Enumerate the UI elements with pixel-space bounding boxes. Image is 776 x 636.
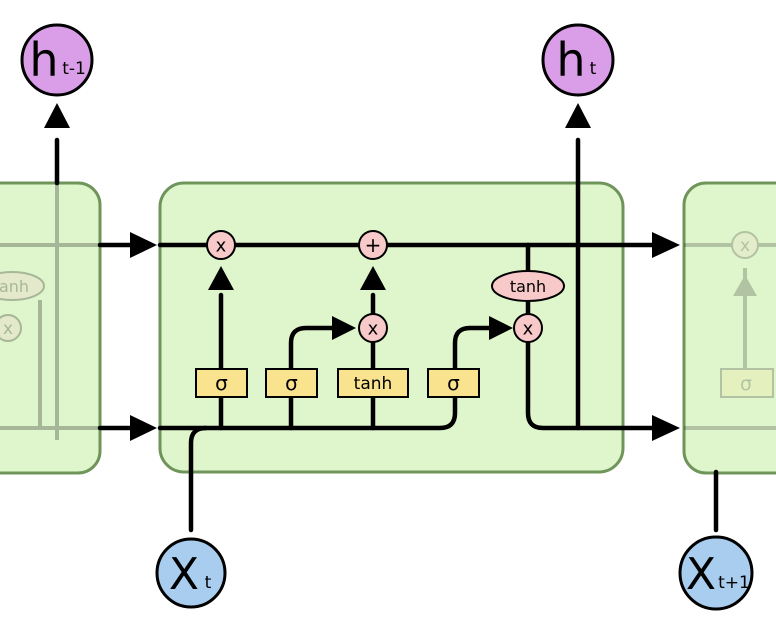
left-cell-ghost: anh x: [0, 181, 102, 475]
right-ghost-mult-label: x: [740, 236, 750, 256]
arrow-hidden-in: [130, 415, 157, 441]
right-cell-box: [682, 181, 776, 475]
hidden-state-out: [525, 339, 658, 431]
left-cell-internals: anh x: [0, 183, 100, 440]
right-ghost-layer-label: σ: [740, 373, 752, 395]
op-forget-mult: x: [206, 230, 236, 260]
arrow-cell-state-in: [130, 232, 157, 258]
layer-output-label: σ: [447, 371, 460, 395]
node-h-t-sub: t: [590, 59, 597, 79]
op-output-mult-label: x: [523, 319, 534, 340]
node-x-next: X t+1: [678, 535, 754, 611]
op-add-label: +: [365, 233, 382, 257]
node-h-prev-main: h: [29, 33, 58, 87]
layer-output: σ: [427, 368, 480, 398]
right-ghost-layer: [720, 368, 774, 398]
arrow-cell-state-out: [652, 232, 680, 258]
node-x-next-main: X: [686, 549, 716, 600]
flow-lines: [54, 137, 719, 533]
arrow-input-add: [360, 266, 386, 290]
layer-input-label: σ: [285, 371, 298, 395]
layer-input: σ: [265, 368, 318, 398]
op-input-mult-label: x: [368, 319, 379, 340]
input-gate-line: [288, 325, 339, 372]
node-x-next-sub: t+1: [718, 573, 750, 593]
right-ghost-mult-op: [731, 231, 759, 259]
left-ghost-mult-op: [0, 314, 22, 342]
arrowheads: [44, 103, 680, 441]
xt-input-line: [188, 425, 209, 533]
arrow-hidden-out: [652, 415, 680, 441]
op-add: +: [358, 230, 388, 260]
right-cell-ghost: x σ: [682, 181, 776, 475]
arrow-hprev: [44, 103, 70, 128]
layer-candidate-label: tanh: [354, 374, 393, 394]
op-tanh-label: tanh: [510, 277, 546, 296]
op-tanh: tanh: [491, 270, 565, 302]
op-input-mult: x: [358, 313, 388, 343]
hidden-bus: [157, 393, 458, 431]
output-gate-line: [452, 325, 496, 372]
arrow-input-mult: [332, 316, 356, 340]
main-cell-box: [158, 181, 625, 474]
layer-candidate: tanh: [337, 368, 409, 398]
arrow-ht: [565, 103, 591, 128]
node-x-t-main: X: [169, 549, 199, 600]
node-h-prev: h t-1: [20, 23, 94, 97]
node-x-t-sub: t: [205, 573, 212, 593]
left-ghost-tanh-op: [0, 271, 45, 301]
arrow-output-mult: [489, 316, 513, 340]
right-cell-internals: x σ: [684, 231, 776, 430]
op-output-mult: x: [513, 313, 543, 343]
left-ghost-mult-label: x: [3, 319, 13, 339]
left-ghost-tanh-label: anh: [0, 277, 29, 296]
op-forget-mult-label: x: [216, 236, 227, 257]
node-h-t: h t: [541, 23, 615, 97]
left-cell-box: [0, 181, 102, 475]
node-h-prev-sub: t-1: [62, 59, 86, 79]
layer-forget-label: σ: [215, 371, 228, 395]
node-h-t-main: h: [556, 33, 585, 87]
layer-forget: σ: [195, 368, 248, 398]
arrow-forget: [208, 266, 234, 290]
node-x-t: X t: [155, 537, 227, 609]
